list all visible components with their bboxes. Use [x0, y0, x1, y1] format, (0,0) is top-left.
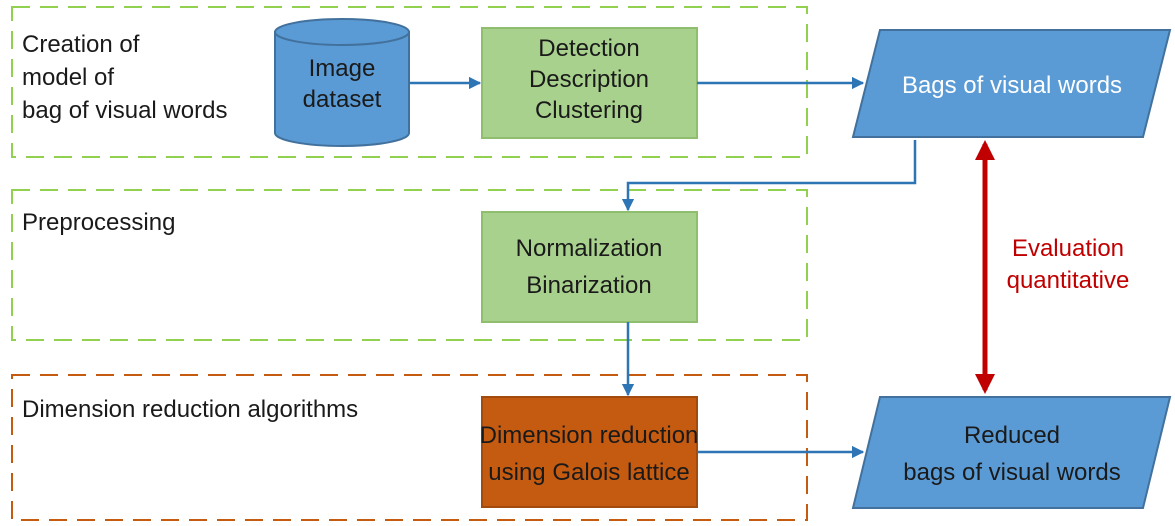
bags-of-visual-words-label: Bags of visual words	[902, 72, 1122, 99]
bags-of-visual-words-data: Bags of visual words	[851, 29, 1172, 138]
section-preprocessing-frame	[11, 189, 808, 341]
section-reduction-frame	[11, 374, 808, 521]
section-preprocessing-label: Preprocessing	[22, 209, 175, 236]
arrow-bags-to-normalization	[621, 140, 917, 212]
section-reduction-label: Dimension reduction algorithms	[22, 396, 358, 423]
